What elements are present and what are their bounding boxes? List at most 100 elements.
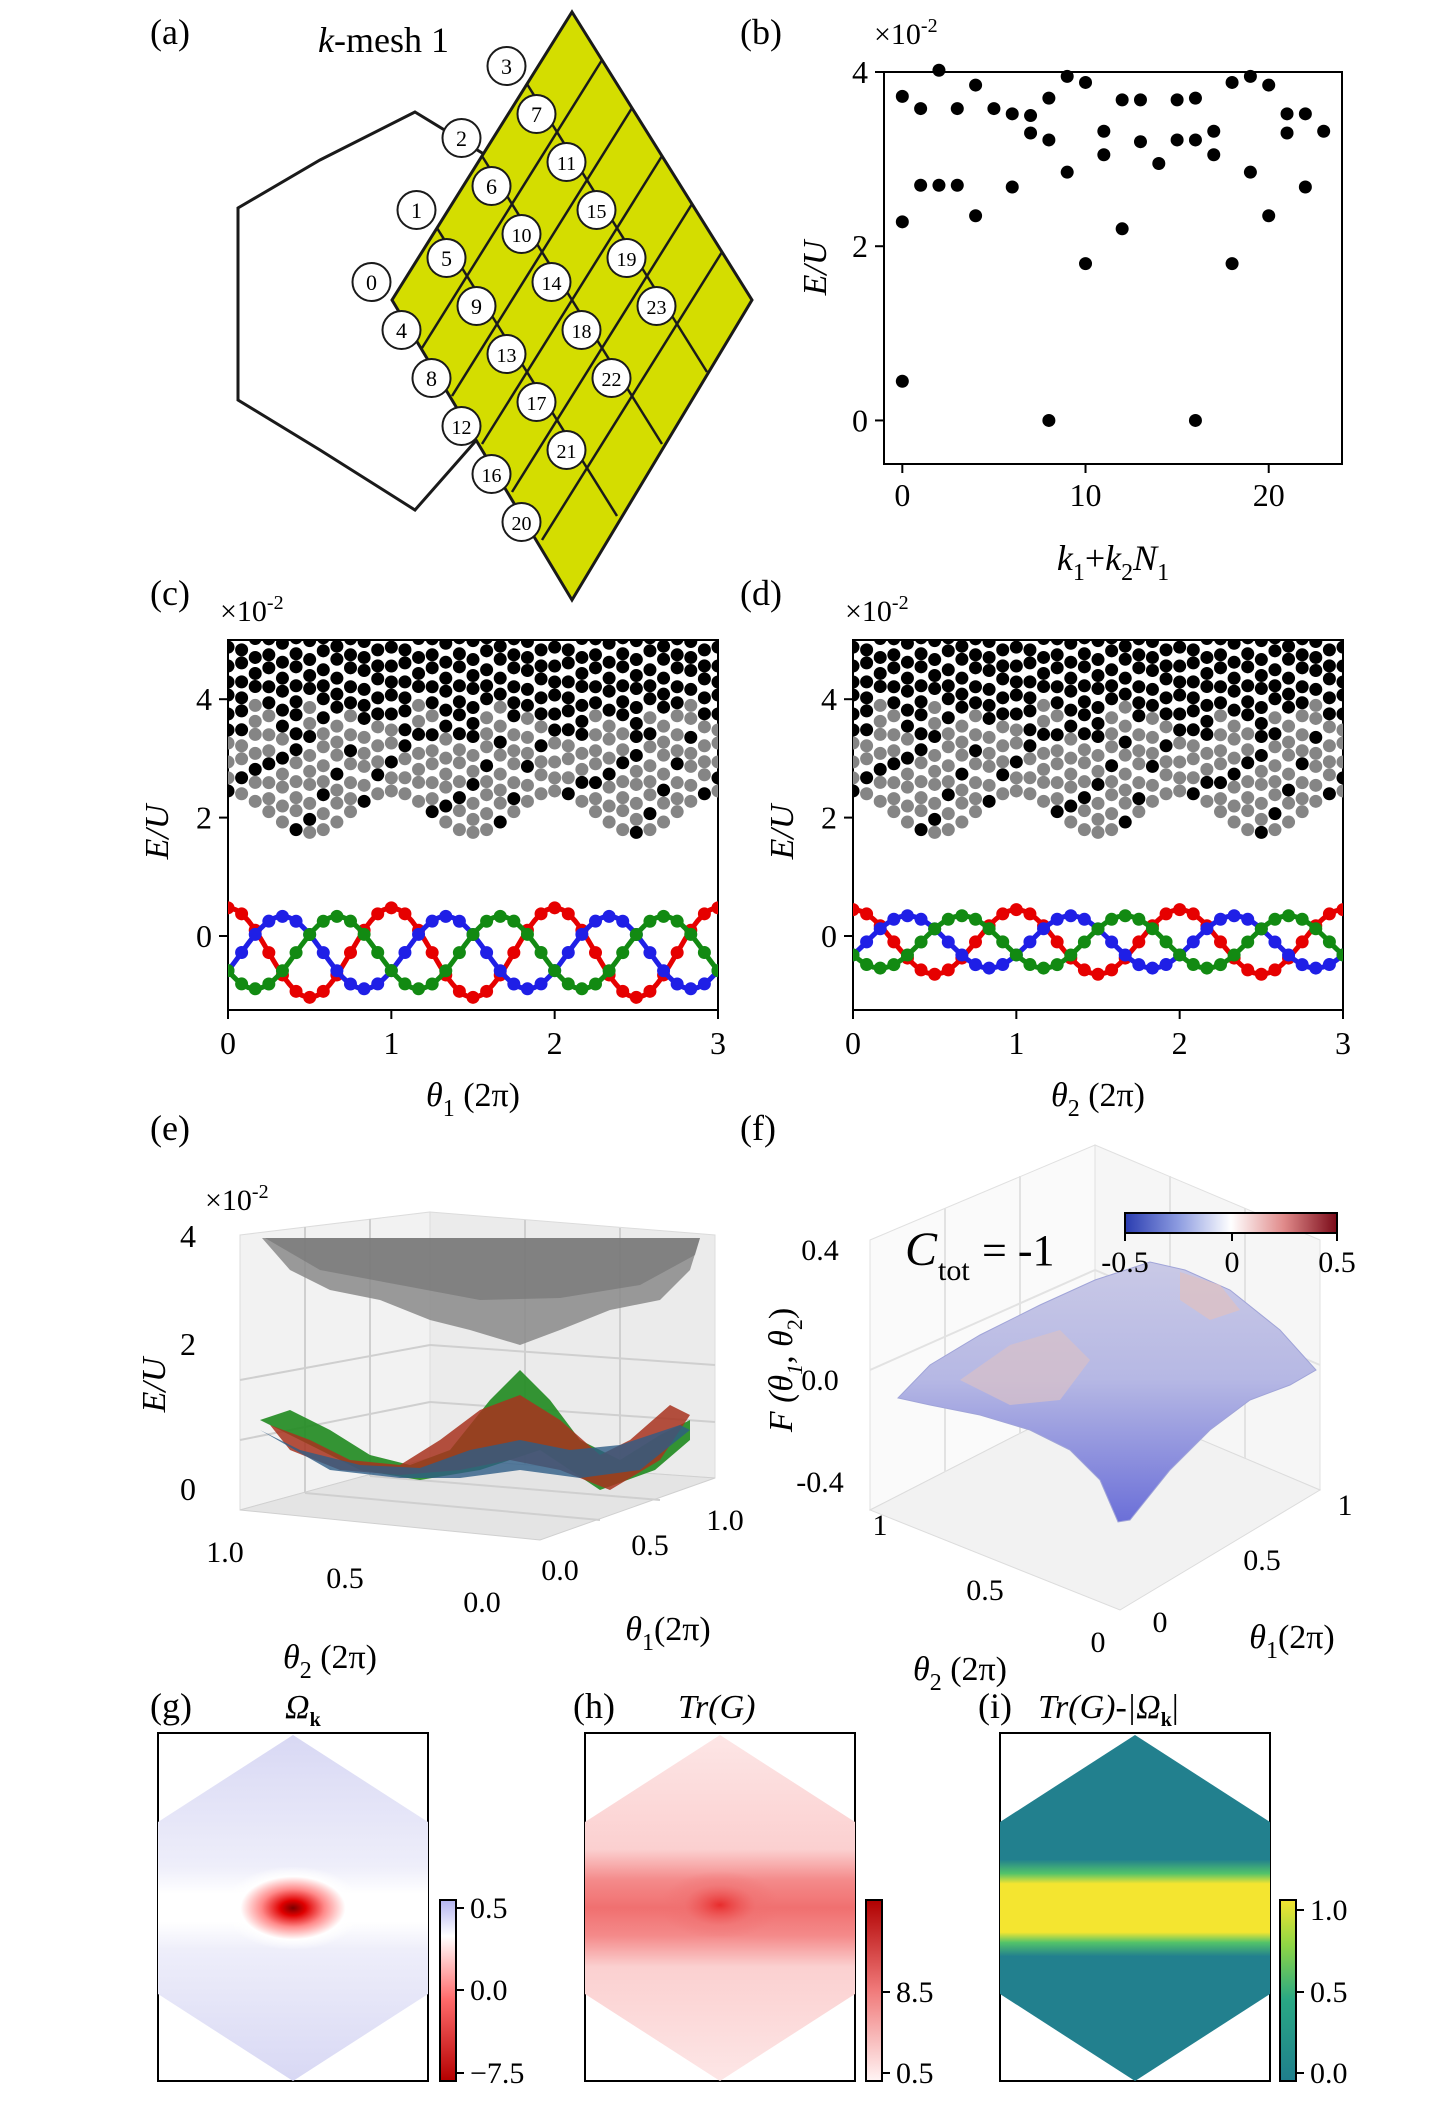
excited-state-point <box>602 767 616 781</box>
excited-state-point <box>1186 704 1200 718</box>
excited-state-point <box>1309 730 1323 744</box>
panel-title-h: Tr(G) <box>678 1689 755 1726</box>
ground-state-point <box>1254 967 1268 981</box>
ground-state-point <box>493 964 507 978</box>
excited-state-point <box>629 716 643 730</box>
excited-state-point <box>1191 640 1196 641</box>
excited-state-point <box>1200 650 1214 664</box>
excited-state-point <box>1241 727 1255 741</box>
excited-state-point <box>344 648 357 662</box>
ground-state-point <box>330 964 344 978</box>
excited-state-point <box>357 682 371 696</box>
excited-state-point <box>1009 707 1023 721</box>
excited-state-point <box>643 727 657 741</box>
excited-state-point <box>357 746 371 760</box>
kmesh-node-label: 14 <box>542 273 562 295</box>
excited-state-point <box>996 659 1010 673</box>
excited-state-point <box>289 679 303 693</box>
x-axis-label-part: 2 <box>1121 560 1133 586</box>
excited-state-point <box>425 648 439 662</box>
scatter-point <box>1280 126 1294 140</box>
excited-state-point <box>235 704 249 718</box>
ground-state-point <box>425 946 439 960</box>
excited-state-point <box>1064 732 1078 746</box>
y-axis-unit: (2π) <box>654 1611 711 1648</box>
excited-state-point <box>371 720 385 734</box>
excited-state-point <box>900 732 914 746</box>
y-tick-label: 0 <box>196 918 212 954</box>
excited-state-point <box>330 652 344 666</box>
excited-state-point <box>548 755 562 769</box>
excited-state-point <box>1077 708 1091 722</box>
excited-state-point <box>887 661 901 675</box>
excited-state-point <box>996 624 1009 637</box>
excited-state-point <box>344 728 357 742</box>
excited-state-point <box>1145 711 1159 725</box>
x-axis-label: k1+k2N1 <box>1057 538 1169 586</box>
excited-state-point <box>982 794 996 808</box>
excited-state-point <box>357 778 371 792</box>
excited-state-point <box>955 783 969 797</box>
excited-state-point <box>887 792 901 806</box>
excited-state-point <box>715 640 718 641</box>
excited-state-point <box>941 679 955 693</box>
excited-state-point <box>480 727 494 741</box>
ground-state-point <box>316 946 330 960</box>
ground-state-point <box>534 977 548 991</box>
ground-state-point <box>1159 935 1173 949</box>
kmesh-node-label: 5 <box>441 246 452 271</box>
excited-state-point <box>996 755 1010 769</box>
excited-state-point <box>1309 663 1323 677</box>
ground-state-point <box>1227 948 1241 962</box>
excited-state-point <box>914 640 928 645</box>
x-axis-unit: (2π) <box>312 1639 377 1676</box>
ground-state-point <box>275 964 289 978</box>
excited-state-point <box>1037 762 1051 776</box>
excited-state-point <box>507 648 521 662</box>
excited-state-point <box>1159 643 1173 657</box>
excited-state-point <box>1091 653 1105 667</box>
excited-state-point <box>275 751 289 765</box>
excited-state-point <box>1295 776 1309 790</box>
excited-state-point <box>1145 650 1159 664</box>
excited-state-point <box>1214 792 1227 806</box>
ground-state-point <box>1241 963 1255 977</box>
excited-state-point <box>1214 757 1227 771</box>
panel-letter-d: (d) <box>740 573 782 613</box>
y-tick-label: 0 <box>821 918 837 954</box>
excited-state-point <box>914 727 928 741</box>
excited-state-point <box>928 716 942 730</box>
kmesh-node-circle <box>426 238 467 278</box>
excited-state-point <box>1336 723 1343 737</box>
excited-state-point <box>1241 708 1255 722</box>
excited-state-point <box>1173 707 1187 721</box>
excited-state-point <box>969 728 982 742</box>
excited-state-point <box>1227 780 1241 794</box>
colorbar-tick-label: 0 <box>1225 1246 1240 1279</box>
excited-state-point <box>914 708 928 722</box>
excited-state-point <box>1309 698 1323 712</box>
kmesh-node-label: 19 <box>617 249 637 271</box>
ground-state-point <box>1023 907 1037 921</box>
excited-state-point <box>548 784 562 798</box>
excited-state-point <box>357 759 371 773</box>
excited-state-point <box>1118 719 1132 733</box>
excited-state-point <box>384 707 398 721</box>
excited-state-point <box>1132 757 1146 771</box>
excited-state-point <box>384 659 398 673</box>
excited-state-point <box>1077 679 1091 693</box>
excited-state-point <box>1091 825 1105 839</box>
excited-state-point <box>1309 640 1323 648</box>
excited-state-point <box>1091 716 1105 730</box>
excited-state-point <box>969 640 982 646</box>
excited-state-point <box>1186 691 1200 705</box>
excited-state-point <box>1336 784 1343 798</box>
ground-state-point <box>1050 935 1064 949</box>
ground-state-point <box>344 977 357 991</box>
excited-state-point <box>1336 755 1343 769</box>
kmesh-node: 21 <box>546 430 587 470</box>
ground-state-point <box>1145 961 1159 975</box>
excited-state-point <box>711 784 718 798</box>
colorbar-ticks-h: 8.50.5 <box>882 1976 934 2090</box>
excited-state-point <box>262 648 276 662</box>
